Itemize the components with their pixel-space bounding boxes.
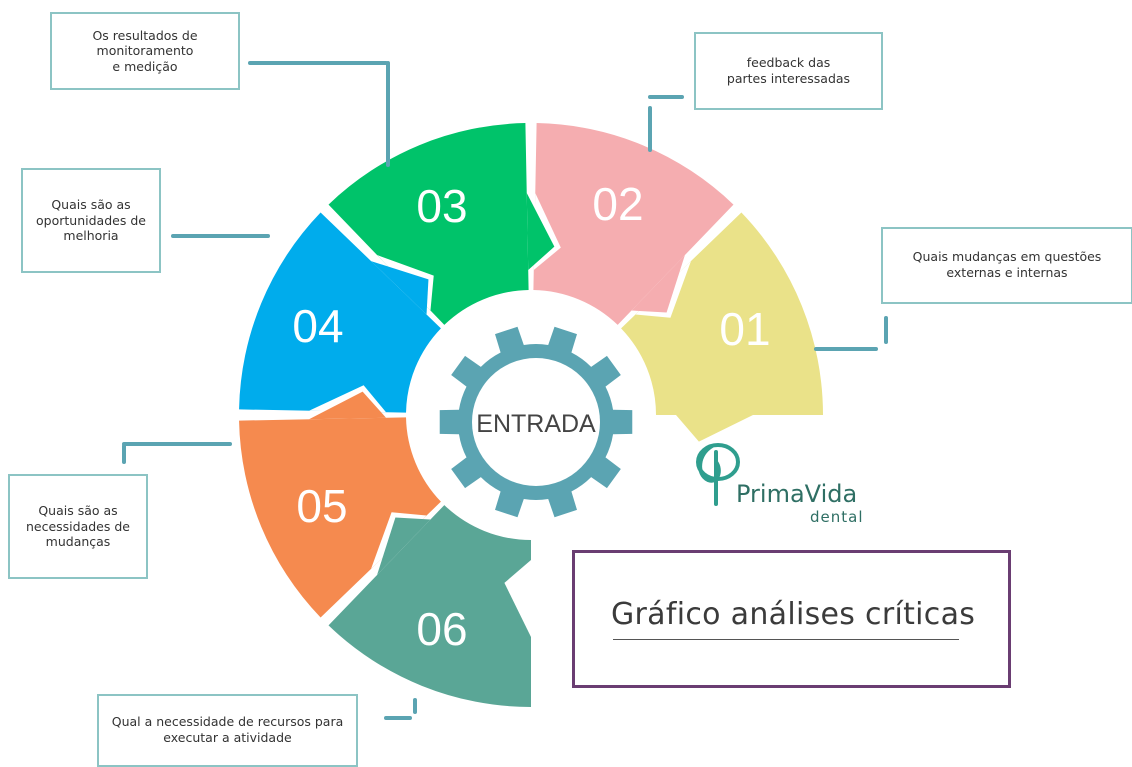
- segment-02: [533, 123, 734, 325]
- segment-number-01: 01: [719, 303, 770, 355]
- chart-title: Gráfico análises críticas: [611, 597, 976, 632]
- callout-02: feedback das partes interessadas: [694, 32, 883, 110]
- segment-03: [328, 123, 529, 325]
- center-label: ENTRADA: [476, 410, 596, 438]
- segment-number-05: 05: [296, 480, 347, 532]
- segment-number-06: 06: [416, 603, 467, 655]
- segment-arrow-tip: [631, 255, 685, 313]
- logo-brand: PrimaVida: [736, 480, 858, 508]
- callout-05: Quais são as necessidades de mudanças: [8, 474, 148, 579]
- segment-numbers: 01 02 03 04 05 06: [292, 178, 770, 655]
- segment-arrow-tip: [676, 415, 753, 442]
- segment-number-04: 04: [292, 300, 343, 352]
- logo-mark-icon: [696, 443, 740, 506]
- title-underline: [613, 639, 959, 640]
- segment-04: [239, 212, 441, 413]
- segment-06: [328, 505, 531, 707]
- callout-03: Os resultados de monitoramento e medição: [50, 12, 240, 90]
- segment-01: [621, 212, 823, 415]
- segment-arrow-tip: [309, 391, 387, 420]
- callout-06: Qual a necessidade de recursos para exec…: [97, 694, 358, 767]
- gear-hole: [472, 358, 600, 486]
- callout-04: Quais são as oportunidades de melhoria: [21, 168, 161, 273]
- connectors-group: [122, 61, 888, 720]
- segment-notch: [504, 560, 531, 637]
- gear-icon: ENTRADA: [439, 326, 633, 518]
- primavida-logo: PrimaVida dental: [688, 440, 878, 530]
- segment-arrow-tip: [371, 261, 429, 315]
- segment-number-02: 02: [592, 178, 643, 230]
- callout-01: Quais mudanças em questões externas e in…: [881, 227, 1132, 304]
- segment-number-03: 03: [416, 180, 467, 232]
- segments-group: [239, 123, 823, 707]
- segment-arrow-tip: [377, 517, 431, 575]
- segment-arrow-tip: [526, 193, 555, 271]
- segment-05: [239, 417, 441, 618]
- logo-sub: dental: [810, 508, 864, 526]
- title-box: Gráfico análises críticas: [572, 550, 1011, 688]
